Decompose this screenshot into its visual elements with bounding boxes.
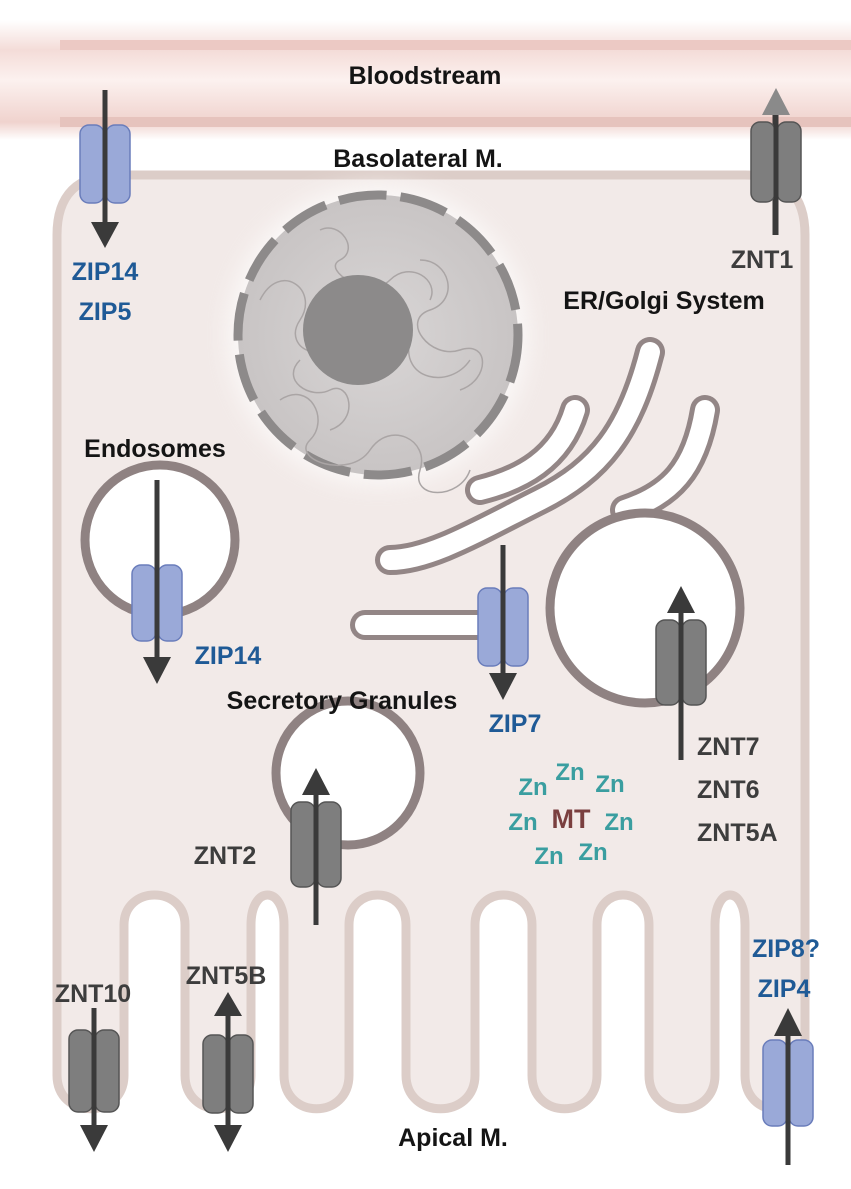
zip8-zip4-transporter — [762, 1008, 814, 1165]
znt5a-label: ZNT5A — [697, 819, 778, 847]
zip14-label: ZIP14 — [72, 258, 139, 286]
zip4-label: ZIP4 — [758, 975, 811, 1003]
zn-label: Zn — [578, 839, 607, 866]
zn-label: Zn — [604, 809, 633, 836]
er-golgi-label: ER/Golgi System — [563, 287, 764, 315]
zn-label: Zn — [518, 774, 547, 801]
bloodstream-label: Bloodstream — [349, 62, 502, 90]
arrow-up-icon — [774, 1008, 802, 1036]
er-vesicle — [545, 508, 745, 708]
znt7-znt6-znt5a-transporter — [655, 586, 707, 760]
arrow-up-icon — [302, 768, 330, 795]
arrow-down-icon — [489, 673, 517, 700]
zip7-transporter — [477, 545, 529, 700]
zip7-label: ZIP7 — [489, 710, 542, 738]
arrow-down-icon — [143, 657, 171, 684]
zn-label: Zn — [595, 771, 624, 798]
endosomes-label: Endosomes — [84, 435, 226, 463]
arrow-down-icon — [91, 222, 119, 248]
znt2-label: ZNT2 — [194, 842, 257, 870]
secretory-granules-label: Secretory Granules — [227, 687, 458, 715]
znt5b-transporter — [202, 992, 254, 1152]
znt5b-label: ZNT5B — [186, 962, 267, 990]
arrow-up-icon — [667, 586, 695, 613]
znt2-transporter — [290, 768, 342, 925]
nucleolus — [303, 275, 413, 385]
znt1-transporter — [750, 88, 802, 235]
zip8-label: ZIP8? — [752, 935, 820, 963]
znt7-label: ZNT7 — [697, 733, 760, 761]
basolateral-label: Basolateral M. — [333, 145, 503, 173]
arrow-up-icon — [214, 992, 242, 1016]
znt6-label: ZNT6 — [697, 776, 760, 804]
mt-label: MT — [552, 804, 591, 834]
zn-label: Zn — [555, 759, 584, 786]
zn-label: Zn — [508, 809, 537, 836]
znt10-transporter — [68, 1008, 120, 1152]
metallothionein-zinc-cluster: Zn Zn Zn Zn MT Zn Zn Zn — [508, 759, 633, 870]
arrow-down-icon — [214, 1125, 242, 1152]
zip14-endosome-label: ZIP14 — [195, 642, 262, 670]
znt1-label: ZNT1 — [731, 246, 794, 274]
znt10-label: ZNT10 — [55, 980, 131, 1008]
arrow-up-icon — [762, 88, 790, 115]
zip14-zip5-basolateral-transporter — [79, 90, 131, 248]
arrow-down-icon — [80, 1125, 108, 1152]
apical-label: Apical M. — [398, 1124, 508, 1152]
er-golgi-cisternae — [350, 337, 720, 640]
zip14-endosome-transporter — [131, 480, 183, 684]
zn-label: Zn — [534, 843, 563, 870]
zip5-label: ZIP5 — [79, 298, 132, 326]
